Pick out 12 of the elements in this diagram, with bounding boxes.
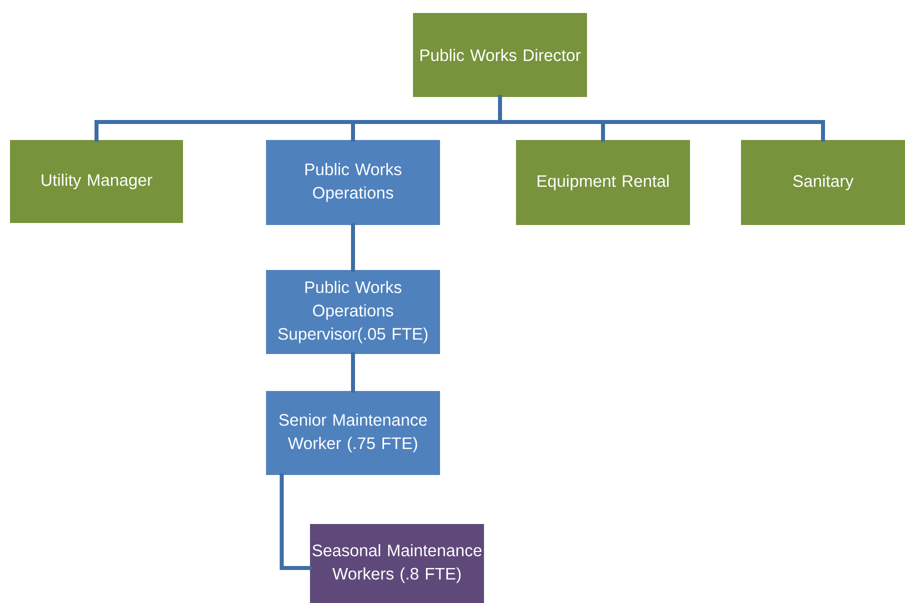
org-box: Senior Maintenance Worker (.75 FTE) xyxy=(266,391,440,475)
org-box: Equipment Rental xyxy=(516,140,690,225)
org-box: Sanitary xyxy=(741,140,905,225)
connector-line xyxy=(498,95,826,142)
org-box: Public Works Director xyxy=(413,13,587,97)
org-box: Utility Manager xyxy=(10,140,183,223)
org-box: Seasonal Maintenance Workers (.8 FTE) xyxy=(310,524,484,603)
org-box: Public Works Operations Supervisor(.05 FTE) xyxy=(266,270,440,354)
org-box: Public Works Operations xyxy=(266,140,440,225)
connector-line xyxy=(351,223,355,272)
connector-line xyxy=(280,473,312,570)
connector-line xyxy=(351,352,355,393)
